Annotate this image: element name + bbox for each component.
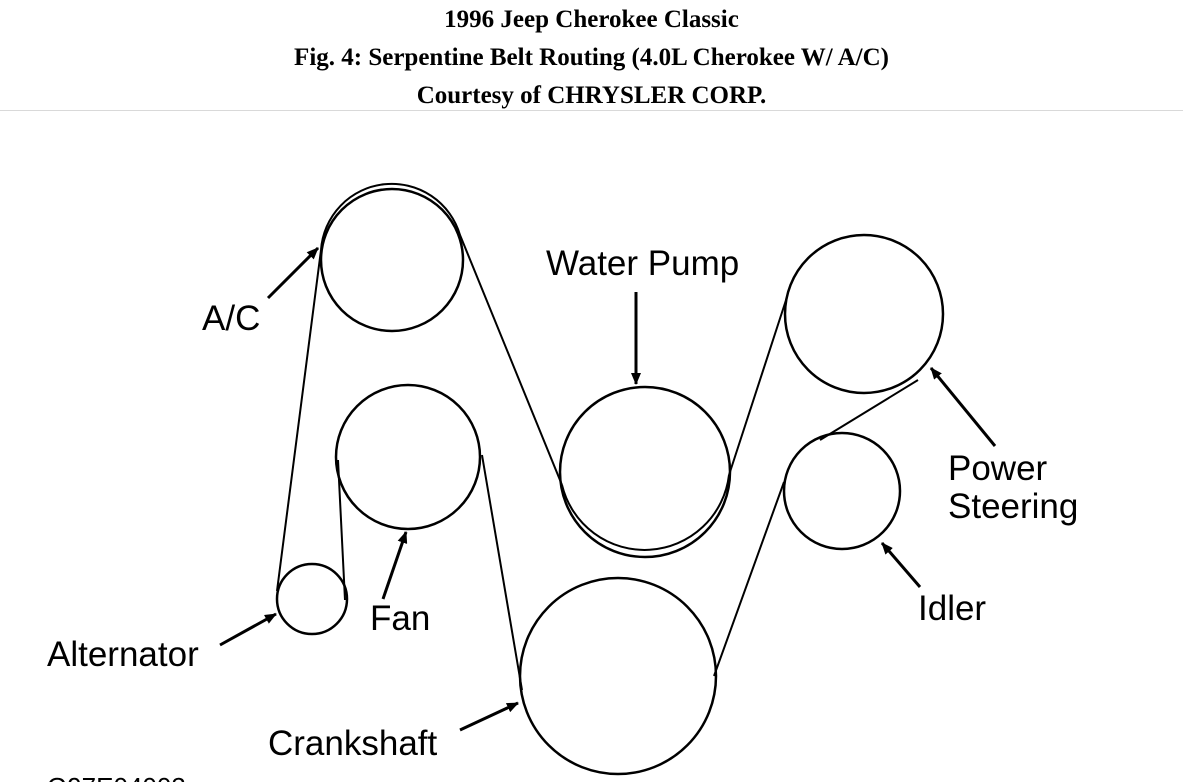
ac-label: A/C	[202, 299, 260, 338]
ac-arrow	[266, 246, 320, 300]
idler-label: Idler	[918, 589, 986, 628]
fan-arrow	[381, 531, 408, 600]
document-header: 1996 Jeep Cherokee Classic Fig. 4: Serpe…	[0, 0, 1183, 111]
crankshaft-label: Crankshaft	[268, 724, 438, 763]
water-pump-pulley	[558, 385, 732, 559]
power-steering-label-line2: Steering	[948, 487, 1078, 526]
crankshaft-pulley	[518, 576, 718, 776]
idler-arrow	[880, 542, 922, 588]
belt	[276, 182, 919, 691]
alternator-arrow	[219, 612, 277, 647]
vehicle-title: 1996 Jeep Cherokee Classic	[444, 6, 739, 33]
water-pump-label: Water Pump	[546, 244, 739, 283]
power-steering-arrow	[929, 367, 997, 447]
idler-pulley	[782, 431, 902, 551]
alternator-pulley	[275, 562, 349, 636]
fan-pulley	[334, 383, 482, 531]
figure-code: G97E04003	[47, 772, 186, 782]
figure-title: Fig. 4: Serpentine Belt Routing (4.0L Ch…	[294, 44, 889, 71]
crankshaft-arrow	[459, 701, 519, 732]
power-steering-pulley	[783, 233, 945, 395]
fan-label: Fan	[370, 599, 430, 638]
figure-courtesy: Courtesy of CHRYSLER CORP.	[416, 82, 767, 109]
ac-pulley	[319, 187, 465, 333]
alternator-label: Alternator	[47, 635, 199, 674]
power-steering-label-line1: Power	[948, 449, 1048, 488]
